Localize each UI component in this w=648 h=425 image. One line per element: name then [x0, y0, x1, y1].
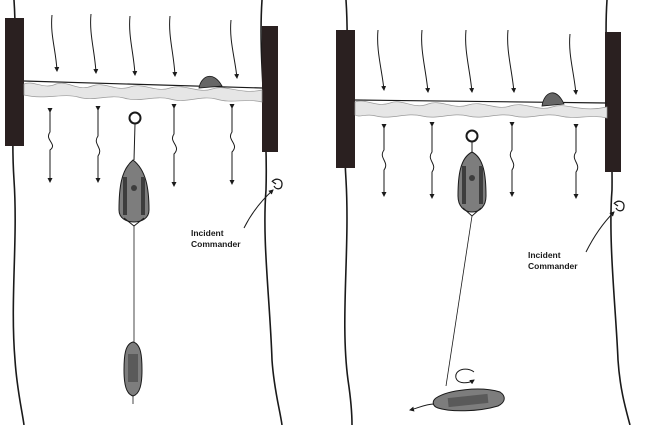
bridge-pier-right: [262, 26, 278, 152]
ring-buoy-icon: [128, 111, 142, 125]
flow-arrow-icon: [51, 14, 60, 72]
boat-pontoon: [141, 177, 145, 215]
panel-right: [336, 0, 631, 425]
rock-icon: [541, 92, 565, 107]
person-icon: [613, 200, 625, 212]
boat-icon: [457, 151, 487, 217]
label-line-2: Commander: [191, 239, 241, 249]
rock-icon: [198, 76, 223, 89]
debris-band: [23, 82, 263, 103]
boat-pontoon: [462, 166, 466, 204]
incident-commander-label-right: Incident Commander: [528, 250, 578, 272]
boat-deck: [128, 354, 138, 382]
bridge-pier-left: [336, 30, 355, 168]
eddy-arrow-icon: [171, 104, 178, 187]
recirculation-arrows: [47, 104, 236, 187]
eddy-arrow-icon: [509, 122, 515, 197]
eddy-arrow-icon: [429, 122, 435, 199]
panel-left: [5, 0, 283, 425]
buoy-tether: [133, 123, 136, 161]
flow-arrows-upstream: [377, 29, 579, 95]
flow-arrow-icon: [377, 29, 387, 91]
eddy-arrow-icon: [229, 104, 236, 185]
eddy-arrow-icon: [95, 106, 101, 183]
eddy-arrow-icon: [573, 124, 579, 199]
commander-pointer-arrow: [243, 189, 274, 229]
flow-arrows-upstream: [51, 13, 240, 79]
bridge-pier-right: [605, 32, 621, 172]
boat-crew: [131, 185, 137, 191]
debris-band: [354, 100, 608, 119]
person-icon: [271, 178, 283, 190]
tow-line: [445, 215, 473, 387]
wake-arrow-icon: [409, 403, 435, 412]
flow-arrow-icon: [421, 29, 431, 93]
debris-line: [23, 80, 263, 89]
boat-deck: [447, 393, 489, 408]
boat-icon: [432, 388, 505, 412]
label-line-1: Incident: [528, 250, 561, 260]
flow-arrow-icon: [230, 19, 240, 79]
flow-arrow-icon: [169, 15, 178, 77]
swing-arrow-icon: [455, 368, 475, 385]
commander-pointer-arrow: [585, 211, 615, 253]
label-line-1: Incident: [191, 228, 224, 238]
label-line-2: Commander: [528, 261, 578, 271]
boat-icon: [123, 341, 143, 404]
ring-buoy-icon: [465, 129, 479, 143]
debris-line: [354, 99, 608, 104]
boat-crew: [469, 175, 475, 181]
bridge-pier-left: [5, 18, 24, 146]
boat-icon: [118, 159, 150, 227]
flow-arrow-icon: [465, 29, 475, 93]
boat-pontoon: [123, 177, 127, 215]
flow-arrow-icon: [569, 33, 579, 95]
boat-pontoon: [479, 166, 483, 204]
incident-commander-label-left: Incident Commander: [191, 228, 241, 250]
eddy-arrow-icon: [381, 124, 387, 197]
recirculation-arrows: [381, 122, 579, 199]
flow-arrow-icon: [90, 13, 99, 74]
eddy-arrow-icon: [47, 108, 54, 183]
flow-arrow-icon: [507, 29, 517, 93]
flow-arrow-icon: [129, 15, 138, 76]
